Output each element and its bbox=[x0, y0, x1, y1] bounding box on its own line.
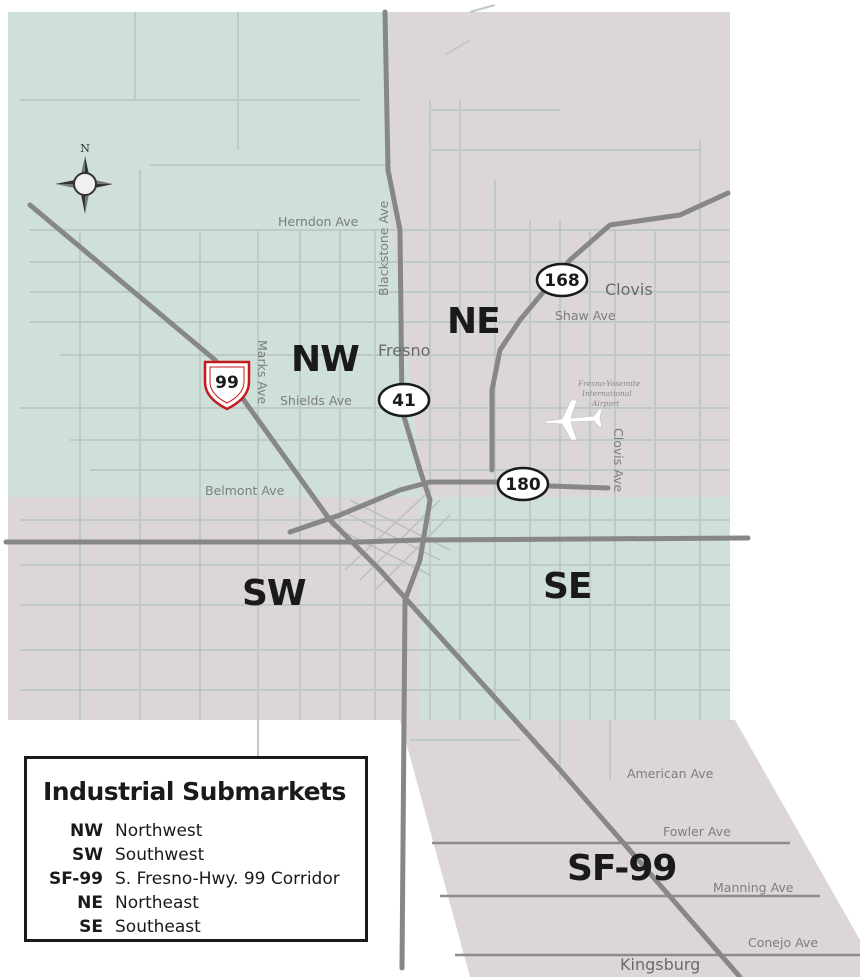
zone-nw bbox=[8, 12, 420, 497]
compass-north-label: N bbox=[80, 142, 90, 155]
submarket-labels: NW NE SW SE SF-99 bbox=[242, 301, 677, 889]
legend-row-sw: SW Southwest bbox=[27, 845, 365, 869]
street-conejo: Conejo Ave bbox=[748, 935, 818, 950]
legend-code: NW bbox=[70, 821, 103, 841]
label-sw: SW bbox=[242, 573, 306, 614]
minor-streets bbox=[20, 4, 730, 780]
airport-label-1: Fresno-Yosemite bbox=[577, 379, 641, 388]
legend-code: SE bbox=[79, 917, 103, 937]
street-labels: Herndon Ave Blackstone Ave Shaw Ave Mark… bbox=[205, 200, 818, 950]
label-nw: NW bbox=[291, 339, 359, 380]
street-american: American Ave bbox=[627, 766, 714, 781]
label-ne: NE bbox=[447, 301, 500, 342]
zone-sw bbox=[8, 497, 420, 720]
hwy-180-label: 180 bbox=[505, 475, 541, 495]
hwy-41-shield: 41 bbox=[377, 382, 431, 418]
city-clovis: Clovis bbox=[605, 280, 653, 299]
legend-label: Southeast bbox=[115, 917, 201, 937]
street-blackstone: Blackstone Ave bbox=[376, 200, 391, 296]
street-shields: Shields Ave bbox=[280, 393, 352, 408]
airport: Fresno-Yosemite International Airport bbox=[544, 379, 641, 441]
street-belmont: Belmont Ave bbox=[205, 483, 285, 498]
hwy-99-shield: 99 bbox=[203, 360, 251, 411]
legend-row-ne: NE Northeast bbox=[27, 893, 365, 917]
legend-row-se: SE Southeast bbox=[27, 917, 365, 941]
city-labels: Fresno Clovis Kingsburg bbox=[378, 280, 700, 974]
label-se: SE bbox=[543, 566, 592, 607]
street-shaw: Shaw Ave bbox=[555, 308, 616, 323]
sw-boundary-road bbox=[3, 535, 751, 545]
city-kingsburg: Kingsburg bbox=[620, 955, 700, 974]
zones bbox=[8, 12, 860, 977]
street-fowler: Fowler Ave bbox=[663, 824, 731, 839]
airport-label-3: Airport bbox=[591, 399, 620, 408]
legend-code: SW bbox=[72, 845, 103, 865]
street-marks: Marks Ave bbox=[255, 340, 270, 405]
legend-label: S. Fresno-Hwy. 99 Corridor bbox=[115, 869, 340, 889]
hwy-41-label: 41 bbox=[392, 391, 416, 411]
hwy-168-label: 168 bbox=[544, 271, 580, 291]
street-clovis-ave: Clovis Ave bbox=[611, 428, 626, 492]
label-sf99: SF-99 bbox=[567, 848, 676, 889]
airplane-icon bbox=[544, 399, 603, 441]
hwy-180-shield: 180 bbox=[496, 466, 550, 502]
hwy-180-road bbox=[287, 479, 611, 535]
hwy-168-shield: 168 bbox=[535, 262, 589, 298]
sf99-streets bbox=[432, 841, 860, 957]
legend-label: Southwest bbox=[115, 845, 205, 865]
hwy-99-label: 99 bbox=[215, 373, 239, 393]
street-manning: Manning Ave bbox=[713, 880, 794, 895]
zone-se bbox=[420, 497, 730, 720]
legend-code: NE bbox=[77, 893, 103, 913]
airport-label-2: International bbox=[581, 389, 632, 398]
street-herndon: Herndon Ave bbox=[278, 214, 359, 229]
legend-code: SF-99 bbox=[48, 869, 103, 889]
hwy-99-road bbox=[27, 202, 743, 977]
compass-rose-icon: N bbox=[55, 142, 113, 214]
legend-label: Northeast bbox=[115, 893, 199, 913]
legend-label: Northwest bbox=[115, 821, 203, 841]
legend-title: Industrial Submarkets bbox=[43, 777, 346, 806]
hwy-41-road bbox=[382, 9, 433, 971]
legend-box: Industrial Submarkets NW Northwest SW So… bbox=[24, 756, 368, 942]
city-fresno: Fresno bbox=[378, 341, 430, 360]
highway-shields: 99 41 168 180 bbox=[203, 262, 589, 502]
legend-row-sf99: SF-99 S. Fresno-Hwy. 99 Corridor bbox=[27, 869, 365, 893]
legend-row-nw: NW Northwest bbox=[27, 821, 365, 845]
